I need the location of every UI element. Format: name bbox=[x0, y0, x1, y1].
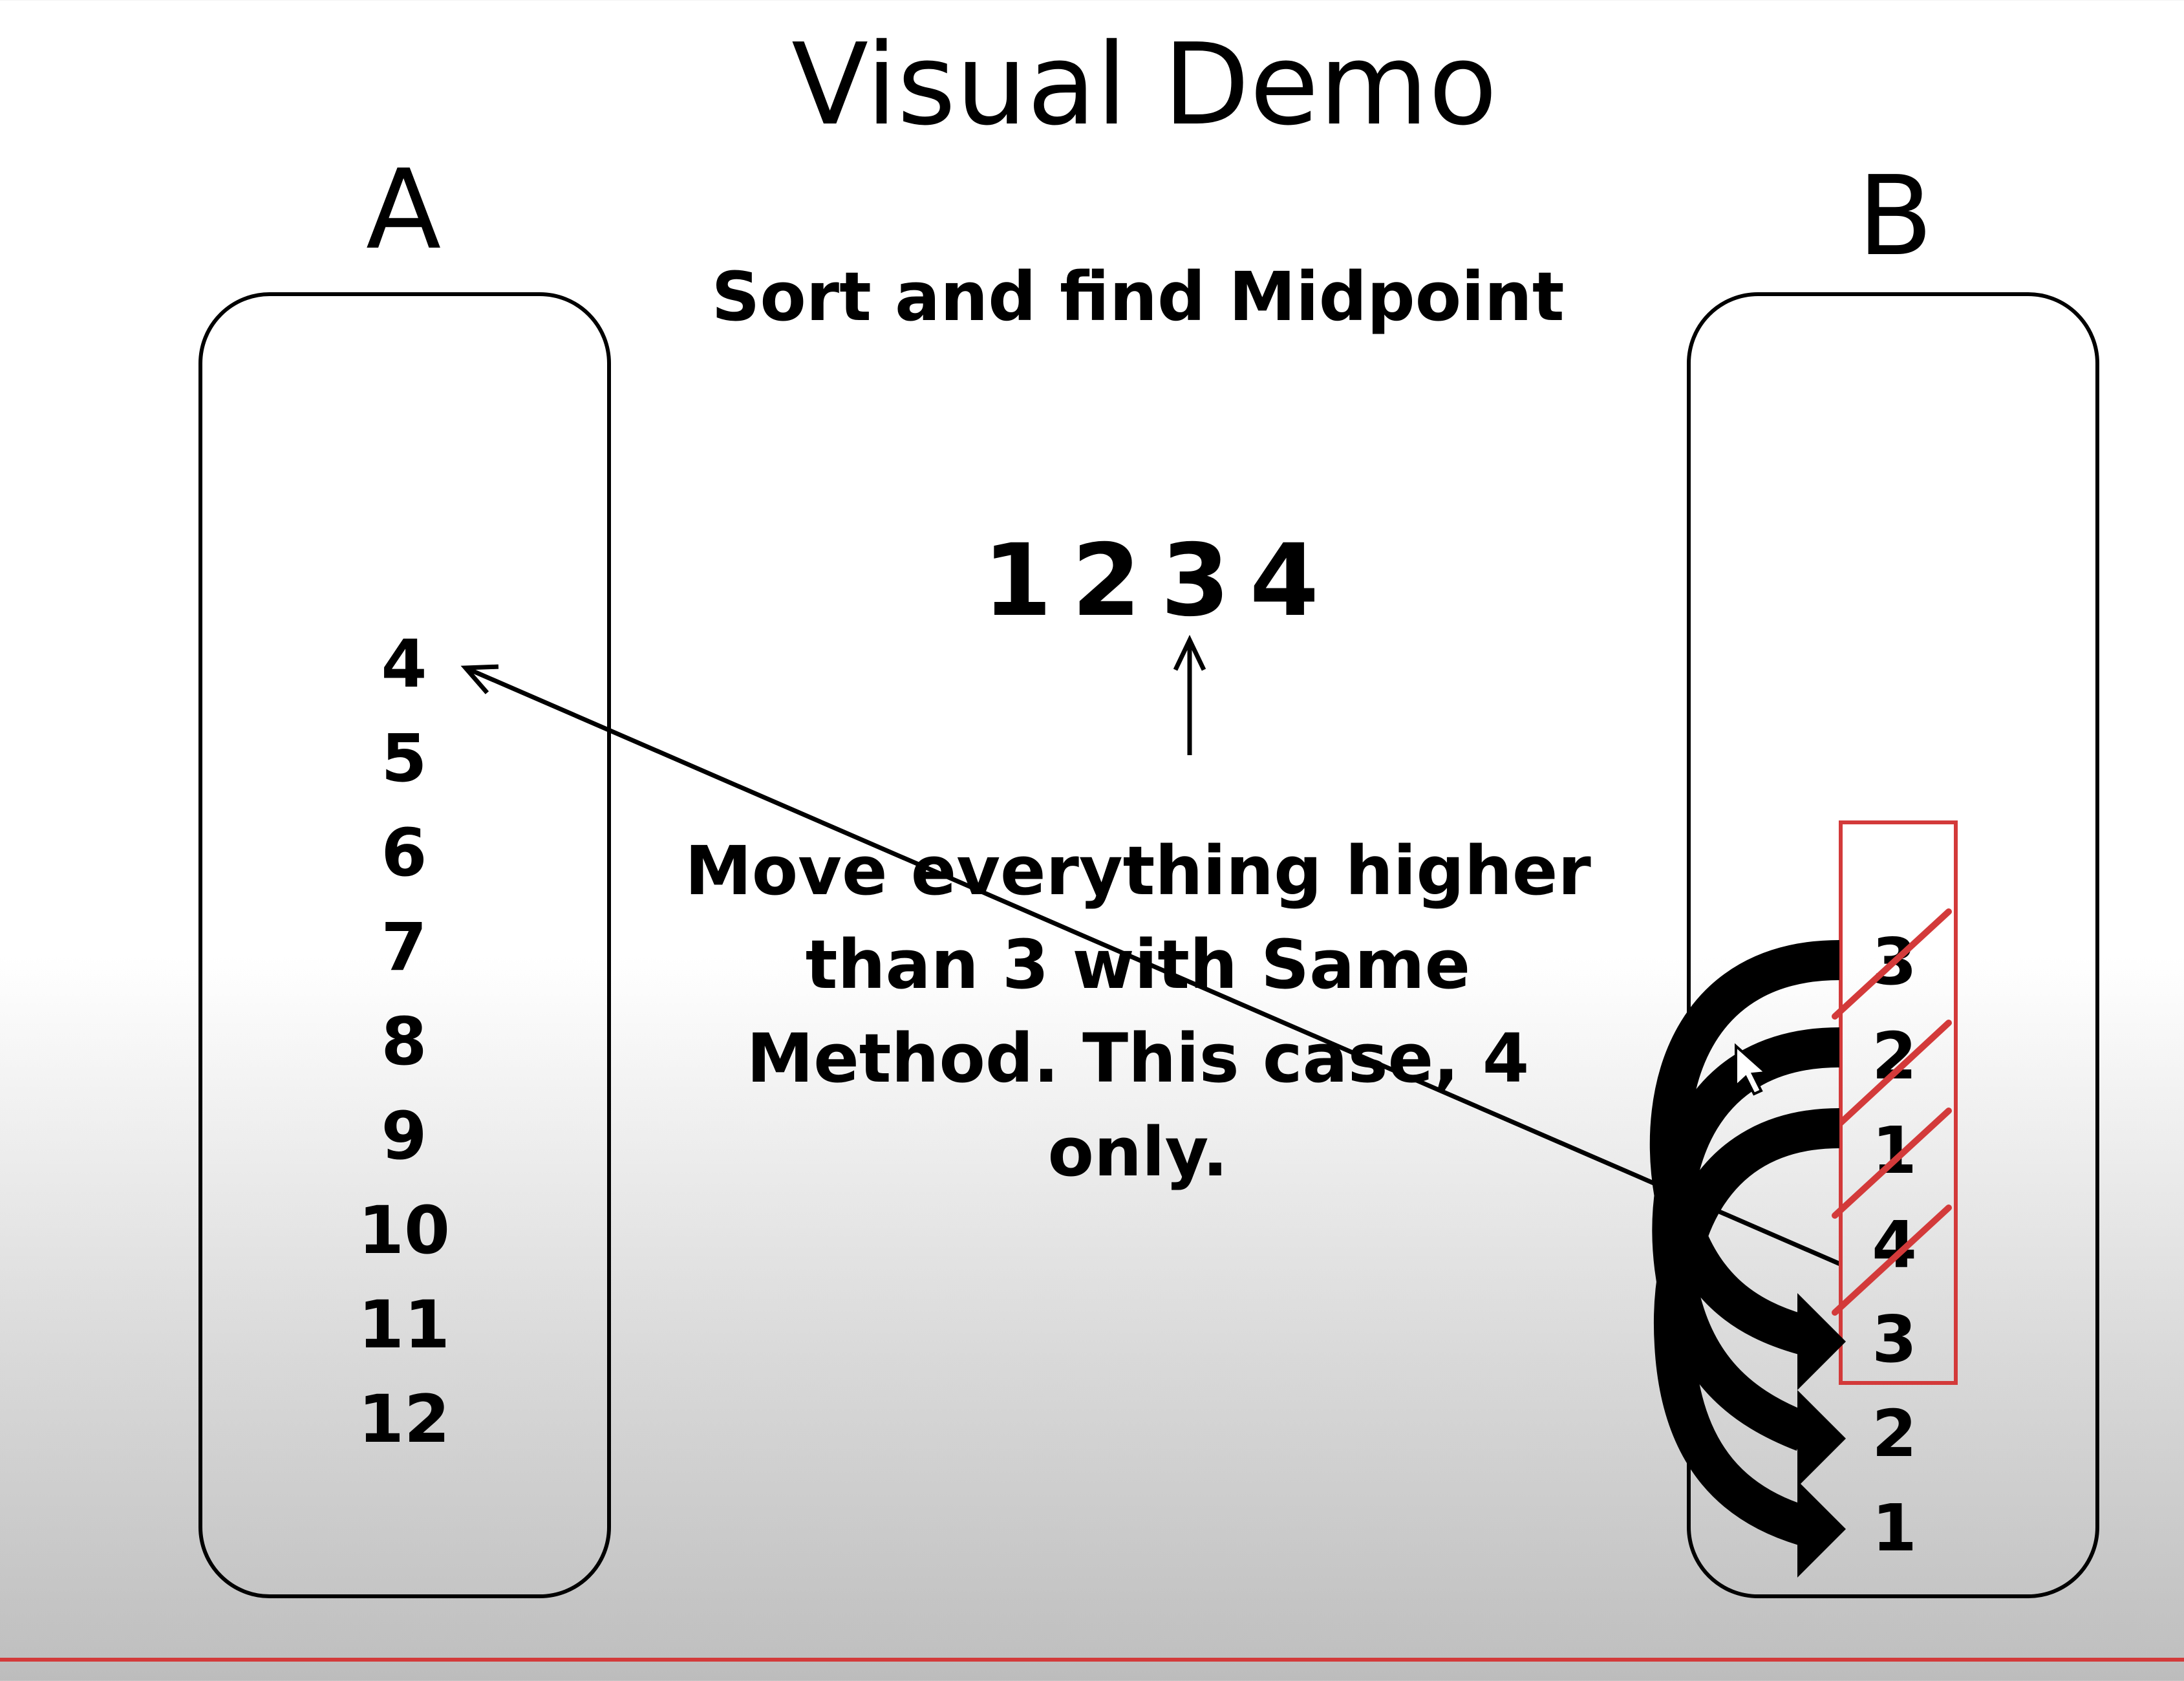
instruction-line: than 3 with Same bbox=[805, 925, 1471, 1004]
list-item: 5 bbox=[381, 720, 427, 797]
list-item: 9 bbox=[381, 1098, 427, 1175]
list-item: 7 bbox=[381, 909, 427, 986]
column-a-label: A bbox=[366, 146, 442, 274]
bottom-rule bbox=[0, 1658, 2184, 1662]
sorted-values-row: 1 2 3 4 bbox=[983, 531, 1319, 631]
list-item crossed-item: 3 bbox=[1872, 924, 1917, 1000]
sorted-value: 4 bbox=[1249, 523, 1319, 639]
list-item crossed-item: 4 bbox=[1872, 1207, 1917, 1283]
list-item: 1 bbox=[1872, 1490, 1917, 1566]
sorted-value midpoint-value: 3 bbox=[1161, 523, 1230, 639]
list-item: 2 bbox=[1872, 1396, 1917, 1472]
list-item: 12 bbox=[358, 1381, 450, 1458]
sorted-value: 1 bbox=[983, 523, 1053, 639]
list-item crossed-item: 1 bbox=[1872, 1113, 1917, 1188]
instruction-line: Method. This case, 4 only. bbox=[746, 1019, 1530, 1192]
column-b-label: B bbox=[1857, 153, 1933, 281]
list-item: 11 bbox=[358, 1287, 450, 1364]
subtitle: Sort and find Midpoint bbox=[711, 257, 1565, 336]
list-item crossed-item: 2 bbox=[1872, 1018, 1917, 1094]
list-item: 4 bbox=[381, 626, 427, 703]
sorted-value: 2 bbox=[1071, 523, 1141, 639]
instruction-line: Move everything higher bbox=[685, 831, 1591, 910]
column-b-list: 3 2 1 4 3 2 1 bbox=[1830, 915, 1959, 1576]
slide-title: Visual Demo bbox=[791, 19, 1497, 151]
list-item: 8 bbox=[381, 1003, 427, 1080]
column-a-list: 4 5 6 7 8 9 10 11 12 bbox=[336, 617, 472, 1467]
list-item: 6 bbox=[381, 815, 427, 892]
list-item: 3 bbox=[1872, 1301, 1917, 1377]
list-item: 10 bbox=[358, 1192, 450, 1269]
instruction-text: Move everything higher than 3 with Same … bbox=[647, 824, 1629, 1199]
